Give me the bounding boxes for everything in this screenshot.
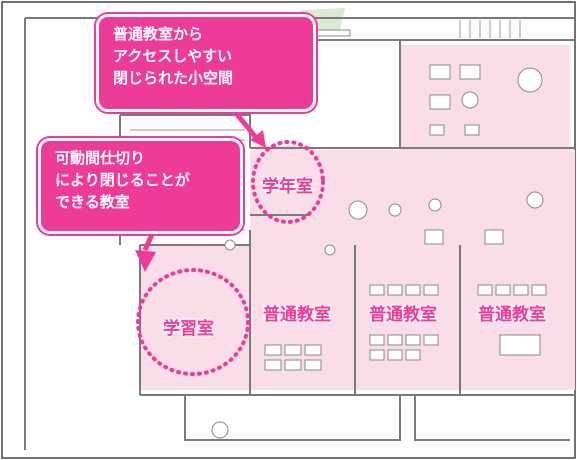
highlight-circles [136, 140, 325, 376]
room-label-classroom-3: 普通教室 [478, 305, 546, 325]
callout-line: により閉じることが [55, 171, 190, 189]
callout-line: 普通教室から [113, 25, 204, 43]
callout-line: アクセスしやすい [113, 47, 233, 65]
callout-grade-room: 普通教室から アクセスしやすい 閉じられた小空間 [96, 14, 316, 112]
pink-floor [140, 45, 575, 390]
callout-arrows [135, 110, 266, 272]
room-label-classroom-2: 普通教室 [369, 305, 437, 325]
furniture [211, 29, 547, 439]
callout-line: できる教室 [55, 193, 130, 211]
callout-line: 閉じられた小空間 [113, 69, 234, 87]
room-label-classroom-1: 普通教室 [263, 305, 331, 325]
room-label-grade-room: 学年室 [262, 177, 313, 197]
callout-line: 可動間仕切り [55, 149, 146, 167]
callout-study-room: 可動間仕切り により閉じることが できる教室 [38, 138, 243, 234]
room-label-study-room: 学習室 [163, 319, 214, 339]
